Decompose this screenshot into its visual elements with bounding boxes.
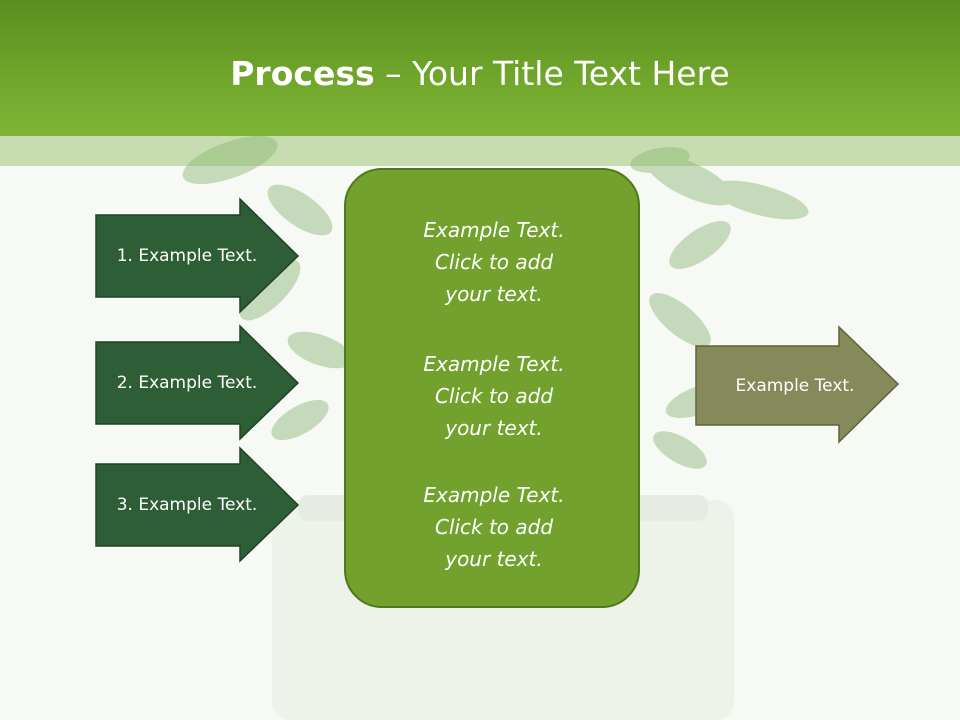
center-block-1-line-3: your text. <box>445 282 543 306</box>
result-arrow-label: Example Text. <box>735 375 855 396</box>
center-text-box[interactable]: Example Text. Click to add your text. Ex… <box>344 168 640 608</box>
center-block-3-line-3: your text. <box>445 547 543 571</box>
arrow-shape-2 <box>95 324 300 441</box>
title-bold-text: Process <box>230 54 375 93</box>
process-arrow-1[interactable]: 1. Example Text. <box>95 197 301 314</box>
arrow-label-3: 3. Example Text. <box>116 495 258 515</box>
arrow-label-2: 2. Example Text. <box>116 373 258 393</box>
title-regular-text: – Your Title Text Here <box>374 54 730 93</box>
arrow-label-1: 1. Example Text. <box>116 246 258 266</box>
process-arrow-3[interactable]: 3. Example Text. <box>95 446 301 563</box>
title-bar: Process – Your Title Text Here <box>0 0 960 136</box>
center-block-2-line-2: Click to add <box>434 384 554 408</box>
center-block-1-line-2: Click to add <box>434 250 554 274</box>
center-text-block-3: Example Text. Click to add your text. <box>346 479 642 575</box>
slide-title[interactable]: Process – Your Title Text Here <box>0 52 960 96</box>
center-text-block-2: Example Text. Click to add your text. <box>346 348 642 444</box>
center-block-2-line-1: Example Text. <box>423 352 565 376</box>
center-text-block-1: Example Text. Click to add your text. <box>346 214 642 310</box>
process-arrow-2[interactable]: 2. Example Text. <box>95 324 301 441</box>
header-accent-band <box>0 136 960 166</box>
arrow-shape-3 <box>95 446 300 563</box>
center-block-3-line-1: Example Text. <box>423 483 565 507</box>
center-block-3-line-2: Click to add <box>434 515 554 539</box>
result-arrow-shape <box>695 325 900 444</box>
result-arrow[interactable]: Example Text. <box>695 325 901 444</box>
arrow-shape-1 <box>95 197 300 314</box>
center-block-1-line-1: Example Text. <box>423 218 565 242</box>
center-block-2-line-3: your text. <box>445 416 543 440</box>
